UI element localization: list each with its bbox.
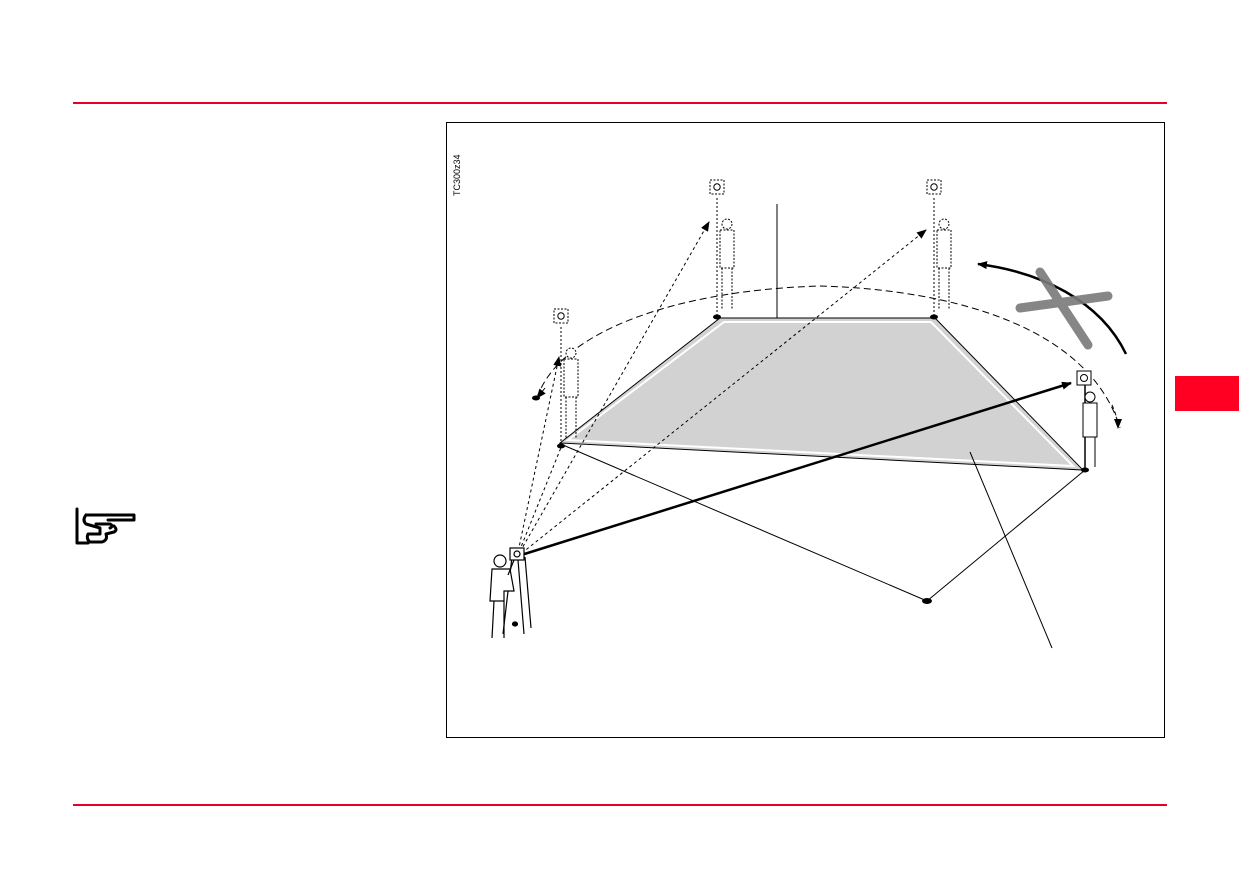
cross-out-icon: [1015, 267, 1113, 350]
staff-figure-left: [553, 308, 579, 449]
pointing-hand-icon: [75, 507, 136, 545]
footer-rule: [73, 804, 1167, 806]
figure-frame: [446, 122, 1165, 738]
sight-line-main: [517, 381, 1072, 558]
surveyor-figure: [489, 547, 532, 639]
staff-figure-topleft: [709, 179, 735, 320]
chapter-tab: [1175, 376, 1239, 411]
forbidden-rotation-arrow: [977, 261, 1128, 355]
staff-figure-topright: [926, 179, 952, 320]
header-rule: [73, 102, 1167, 104]
rotation-arc: [536, 285, 1121, 429]
area-polygon: [558, 317, 1085, 471]
ground-point: [922, 598, 932, 604]
staff-figure-right: [1076, 370, 1098, 473]
